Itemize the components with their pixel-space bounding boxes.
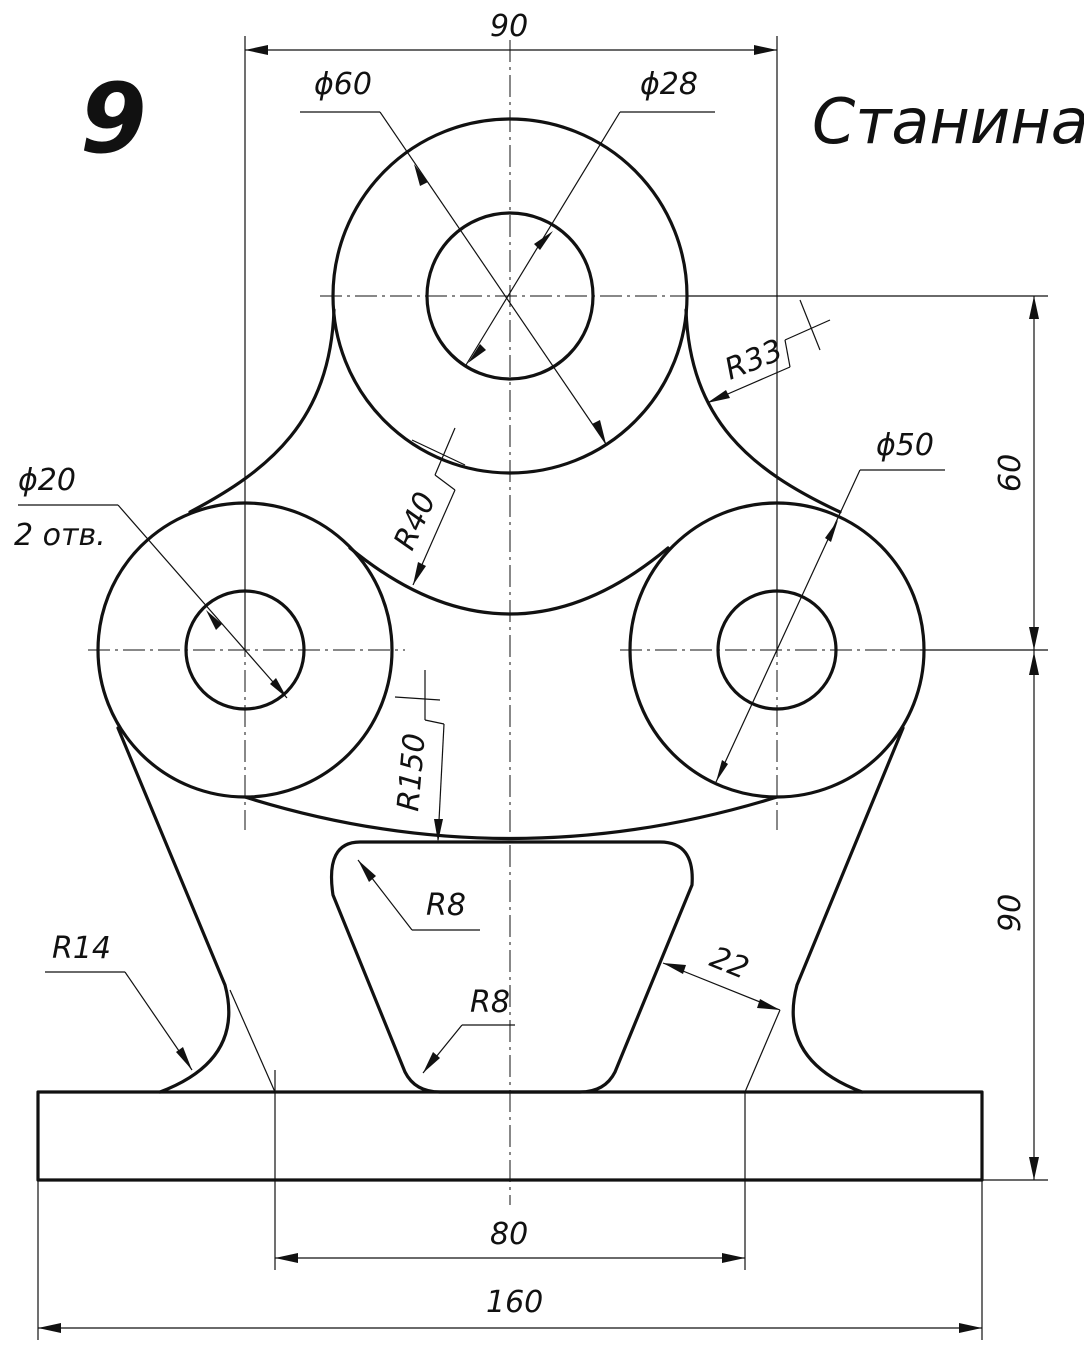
dim-width-22: 22 [705,940,754,987]
dim-r8-lower: R8 [470,985,510,1020]
dim-r8-upper: R8 [426,888,466,923]
dim-height-90: 90 [993,894,1028,932]
dim-height-60: 60 [993,454,1028,492]
dim-dia-28: ϕ28 [640,67,698,102]
dim-base-160: 160 [486,1285,543,1320]
base-plate [36,1090,984,1182]
dimension-labels: 90 ϕ60 ϕ28 R33 ϕ50 ϕ20 2 отв. R40 R150 R… [14,9,1028,1320]
dimension-lines [18,36,1048,1340]
sheet-number: 9 [80,63,147,175]
dim-base-80: 80 [490,1217,528,1252]
dim-r150: R150 [391,732,433,813]
dim-dia-60: ϕ60 [314,67,372,102]
sheet-title: Станина [812,85,1084,158]
dim-r40: R40 [387,487,443,555]
dim-top-width: 90 [490,9,528,44]
dim-r14: R14 [52,931,111,966]
dim-dia-20: ϕ20 [18,463,76,498]
top-bore-circle [425,211,595,381]
dim-dia-50: ϕ50 [876,428,934,463]
dim-holes: 2 отв. [14,518,106,553]
